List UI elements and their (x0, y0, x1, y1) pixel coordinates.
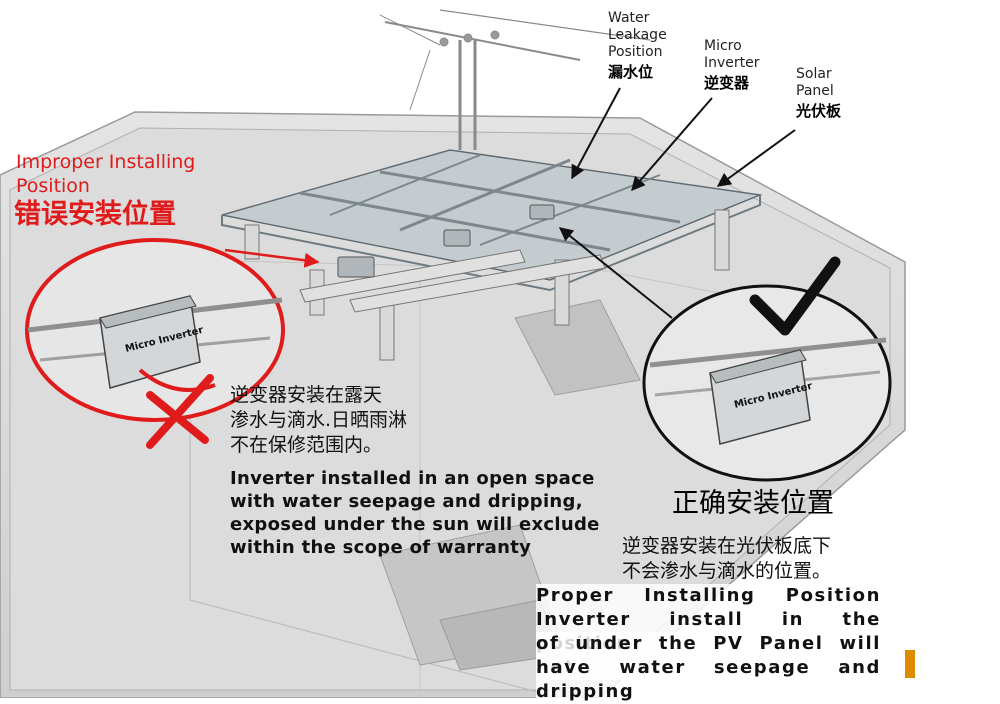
label-arrows (558, 87, 796, 319)
solar-panel-array (221, 149, 763, 292)
proper-note-cn: 逆变器安装在光伏板底下 不会渗水与滴水的位置。 (622, 535, 832, 582)
water-leakage-label-cn: 漏水位 (608, 63, 654, 81)
micro-inverter-label-cn: 逆变器 (704, 74, 750, 92)
improper-pointer (224, 248, 320, 268)
solar-panel-label-en: Solar Panel (796, 66, 834, 99)
improper-title-en: Improper Installing Position (16, 151, 196, 197)
solar-panel-label-cn: 光伏板 (796, 102, 842, 120)
proper-title-cn: 正确安装位置 (672, 488, 834, 519)
support-frame (244, 209, 730, 361)
micro-inverter-right: Micro Inverter (709, 349, 814, 445)
checkmark-icon (749, 256, 841, 336)
improper-note-en: Inverter installed in an open space with… (230, 468, 600, 558)
proper-zoom-circle: Micro Inverter (642, 256, 892, 482)
water-leakage-label-en: Water Leakage Position (608, 10, 667, 60)
proper-title-en: Proper Installing Position (536, 584, 881, 608)
improper-zoom-circle: Micro Inverter (25, 238, 285, 449)
proper-note-en-line-3: have water seepage and dripping (536, 656, 881, 704)
improper-note-cn: 逆变器安装在露天 渗水与滴水.日晒雨淋 不在保修范围内。 (230, 384, 408, 456)
frame-inverters (337, 204, 555, 278)
micro-inverter-left: Micro Inverter (99, 295, 205, 389)
micro-inverter-label-en: Micro Inverter (704, 38, 760, 71)
improper-title-cn: 错误安装位置 (14, 199, 176, 230)
corner-mark (905, 650, 915, 678)
utility-pole (379, 9, 651, 150)
